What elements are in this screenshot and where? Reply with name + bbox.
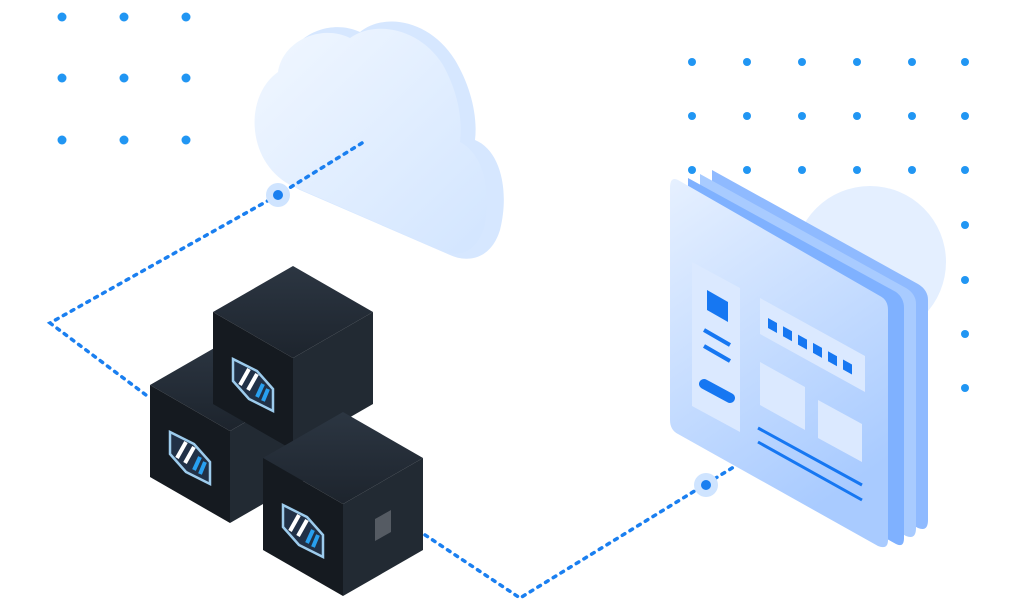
arbitrum-logo-icon <box>281 502 325 560</box>
dot <box>181 12 191 22</box>
dot <box>181 135 191 145</box>
dot <box>853 166 861 174</box>
dot <box>181 73 191 83</box>
password-dot <box>828 351 837 367</box>
connector-node-icon <box>266 183 290 207</box>
cube-icon <box>263 412 423 596</box>
connector-node-icon <box>694 473 718 497</box>
dot <box>119 135 129 145</box>
dot <box>908 112 916 120</box>
dot <box>57 135 67 145</box>
dot <box>798 166 806 174</box>
password-dot <box>783 326 792 342</box>
dot-grid-top-left <box>57 12 191 145</box>
dot <box>119 73 129 83</box>
dot <box>798 58 806 66</box>
port-icon <box>375 510 391 541</box>
arbitrum-logo-icon <box>168 429 212 487</box>
dot <box>743 112 751 120</box>
dot <box>853 58 861 66</box>
dot <box>688 112 696 120</box>
dot <box>853 112 861 120</box>
cube-icon <box>213 266 373 450</box>
dot <box>961 384 969 392</box>
password-dot <box>813 342 822 358</box>
dot <box>798 112 806 120</box>
dot <box>119 12 129 22</box>
dot <box>688 166 696 174</box>
dot <box>908 166 916 174</box>
password-dot <box>768 318 777 333</box>
dot <box>961 276 969 284</box>
password-dot <box>843 359 852 375</box>
dot <box>961 58 969 66</box>
dotted-connector <box>46 141 832 601</box>
dot <box>961 112 969 120</box>
dot <box>908 58 916 66</box>
web-page-panel-icon <box>670 170 946 548</box>
dot <box>743 166 751 174</box>
dot <box>961 166 969 174</box>
dot <box>57 73 67 83</box>
dot <box>961 221 969 229</box>
cloud-icon <box>254 21 504 259</box>
dot <box>688 58 696 66</box>
password-dot <box>798 334 807 350</box>
arbitrum-logo-icon <box>231 356 275 414</box>
dot <box>961 330 969 338</box>
dot <box>743 58 751 66</box>
dot <box>57 12 67 22</box>
